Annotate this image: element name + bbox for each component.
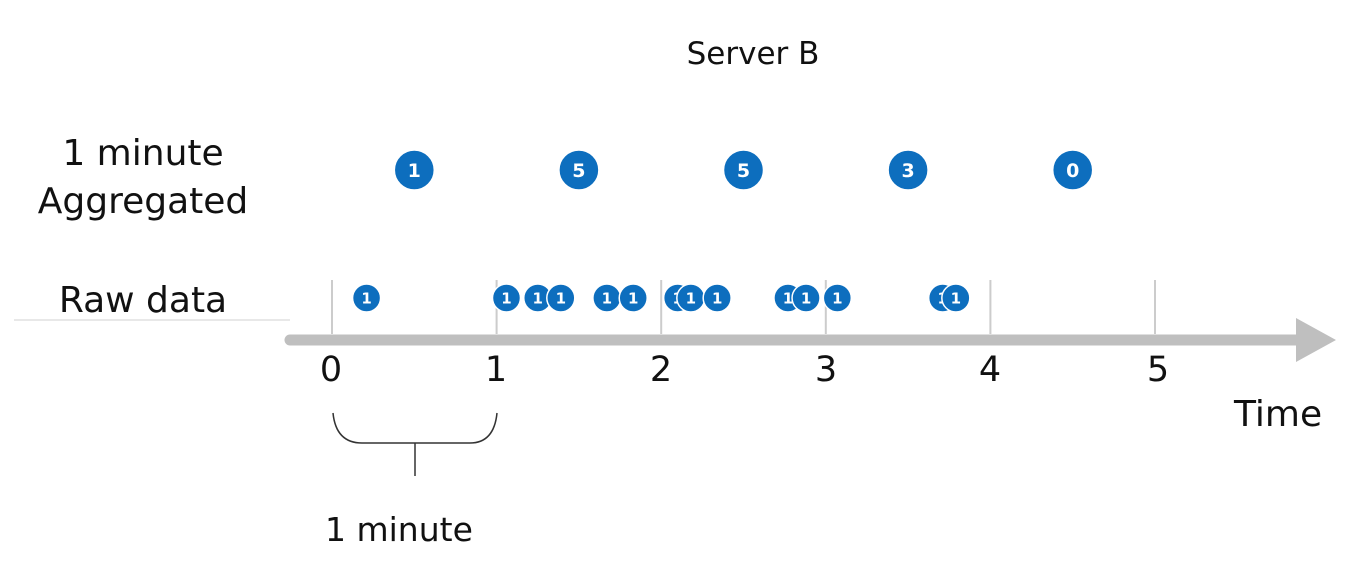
raw-event-marker-circle	[351, 283, 382, 313]
time-axis-label: Time	[1234, 394, 1323, 435]
axis-tick-label: 3	[814, 350, 838, 390]
aggregated-marker-circle	[1051, 149, 1094, 191]
aggregated-row-label: 1 minute Aggregated	[0, 130, 286, 226]
raw-event-marker-circle	[941, 283, 971, 313]
raw-event-marker-value: 1	[832, 289, 842, 307]
aggregated-marker-value: 5	[572, 160, 585, 182]
raw-event-marker-value: 1	[951, 289, 961, 307]
axis-tick-label: 2	[649, 350, 673, 390]
axis-tick-label: 5	[1146, 350, 1170, 390]
aggregated-marker: 3	[887, 149, 929, 191]
aggregated-row-label-line-1: 1 minute	[62, 133, 224, 174]
aggregated-marker-circle	[393, 149, 436, 191]
raw-event-marker-circle	[822, 283, 853, 313]
raw-event-marker-value: 1	[556, 289, 566, 307]
one-minute-label: 1 minute	[325, 510, 473, 549]
axis-tick-label: 1	[484, 350, 508, 390]
raw-event-marker-value: 1	[533, 289, 543, 307]
raw-event-marker-value: 1	[501, 289, 511, 307]
raw-event-marker-circle	[618, 283, 648, 313]
raw-event-marker: 1	[676, 283, 706, 313]
aggregated-marker: 5	[722, 149, 765, 191]
aggregated-marker: 0	[1051, 149, 1094, 191]
raw-event-marker-value: 1	[361, 289, 371, 307]
diagram-title: Server B	[686, 36, 820, 72]
raw-event-marker: 1	[592, 283, 622, 313]
aggregated-row-label-line-2: Aggregated	[37, 181, 249, 222]
aggregated-marker: 5	[558, 149, 600, 191]
aggregated-marker-circle	[558, 149, 600, 191]
raw-event-marker: 1	[822, 283, 853, 313]
raw-event-marker: 1	[546, 283, 576, 313]
raw-event-marker-value: 1	[686, 289, 696, 307]
raw-event-marker: 1	[702, 283, 732, 313]
raw-event-marker: 1	[618, 283, 648, 313]
raw-event-marker: 1	[351, 283, 382, 313]
aggregated-marker: 1	[393, 149, 436, 191]
raw-event-marker: 1	[791, 283, 821, 313]
raw-event-marker: 1	[941, 283, 971, 313]
raw-event-marker-value: 1	[783, 289, 793, 307]
aggregated-marker-circle	[722, 149, 765, 191]
aggregated-markers: 1 5 5 3 0	[393, 149, 1094, 191]
axis-tick-label: 4	[978, 350, 1002, 390]
raw-event-marker-circle	[546, 283, 576, 313]
raw-event-marker-circle	[791, 283, 821, 313]
raw-event-marker-value: 1	[628, 289, 638, 307]
raw-event-marker-circle	[702, 283, 732, 313]
axis-tick-label: 0	[319, 350, 343, 390]
raw-markers: 11111111111111	[351, 283, 971, 313]
one-minute-bracket	[332, 412, 498, 476]
aggregated-marker-value: 5	[737, 160, 750, 182]
raw-event-marker-circle	[491, 283, 522, 313]
minute-gridlines	[331, 280, 1156, 334]
raw-event-marker-value: 1	[712, 289, 722, 307]
aggregated-marker-value: 1	[408, 160, 421, 182]
raw-row-label: Raw data	[58, 280, 228, 321]
raw-event-marker-value: 1	[801, 289, 811, 307]
aggregated-marker-value: 3	[901, 160, 914, 182]
raw-event-marker: 1	[491, 283, 522, 313]
time-axis-arrowhead	[1296, 318, 1336, 362]
aggregated-marker-value: 0	[1066, 160, 1079, 182]
raw-event-marker-value: 1	[602, 289, 612, 307]
aggregated-marker-circle	[887, 149, 929, 191]
